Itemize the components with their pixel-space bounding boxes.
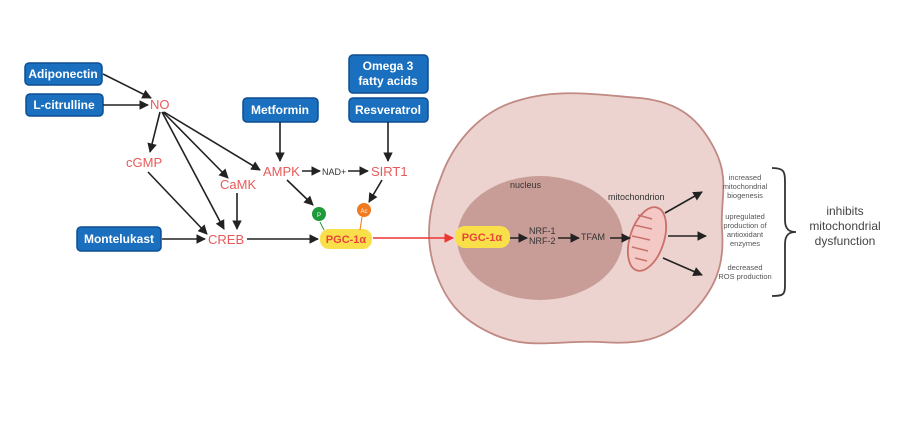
svg-text:antioxidant: antioxidant — [727, 230, 764, 239]
cgmp-label: cGMP — [126, 155, 162, 170]
nucleus — [457, 176, 623, 300]
svg-text:PGC-1α: PGC-1α — [462, 232, 503, 244]
svg-text:mitochondrial: mitochondrial — [723, 182, 768, 191]
svg-text:ROS production: ROS production — [718, 272, 771, 281]
arrows — [102, 73, 707, 276]
l-citrulline-box: L-citrulline — [25, 93, 104, 117]
svg-text:increased: increased — [729, 173, 762, 182]
metformin-box: Metformin — [242, 97, 319, 123]
svg-text:biogenesis: biogenesis — [727, 191, 763, 200]
svg-text:decreased: decreased — [727, 263, 762, 272]
creb-label: CREB — [208, 232, 244, 247]
nucleus-label: nucleus — [510, 180, 542, 190]
outcome-biogenesis: increased mitochondrial biogenesis — [723, 173, 768, 200]
svg-text:L-citrulline: L-citrulline — [33, 98, 95, 112]
outcome-antioxidant: upregulated production of antioxidant en… — [723, 212, 767, 248]
no-label: NO — [150, 97, 170, 112]
tfam-label: TFAM — [581, 232, 605, 242]
pgc1a-node: PGC-1α — [320, 229, 372, 249]
svg-text:Omega 3: Omega 3 — [363, 59, 414, 73]
resveratrol-box: Resveratrol — [348, 97, 429, 123]
nrf1-label: NRF-1 — [529, 226, 556, 236]
svg-text:mitochondrial: mitochondrial — [809, 219, 880, 233]
curly-brace — [771, 167, 797, 297]
svg-text:P: P — [317, 213, 321, 219]
svg-text:Montelukast: Montelukast — [84, 232, 154, 246]
svg-text:Resveratrol: Resveratrol — [355, 103, 421, 117]
svg-text:Metformin: Metformin — [251, 103, 309, 117]
svg-text:PGC-1α: PGC-1α — [326, 234, 367, 246]
omega3-box: Omega 3 fatty acids — [348, 54, 429, 94]
adiponectin-box: Adiponectin — [24, 62, 103, 86]
svg-text:fatty acids: fatty acids — [358, 74, 418, 88]
svg-text:Ac: Ac — [360, 209, 367, 215]
deacetylation-icon: Ac — [357, 203, 371, 231]
svg-text:inhibits: inhibits — [826, 204, 863, 218]
mitochondrion-label: mitochondrion — [608, 192, 665, 202]
nrf2-label: NRF-2 — [529, 236, 556, 246]
svg-text:upregulated: upregulated — [725, 212, 765, 221]
svg-text:Adiponectin: Adiponectin — [28, 67, 97, 81]
nad-label: NAD+ — [322, 167, 346, 177]
camk-label: CaMK — [220, 177, 256, 192]
svg-text:enzymes: enzymes — [730, 239, 760, 248]
sirt1-label: SIRT1 — [371, 164, 408, 179]
ampk-label: AMPK — [263, 164, 300, 179]
pgc1a-nucleus-node: PGC-1α — [455, 226, 510, 248]
outcome-ros: decreased ROS production — [718, 263, 771, 281]
phosphorylation-icon: P — [312, 207, 326, 231]
montelukast-box: Montelukast — [76, 226, 162, 252]
svg-text:dysfunction: dysfunction — [815, 234, 876, 248]
summary-text: inhibits mitochondrial dysfunction — [809, 204, 880, 248]
svg-text:production of: production of — [723, 221, 767, 230]
